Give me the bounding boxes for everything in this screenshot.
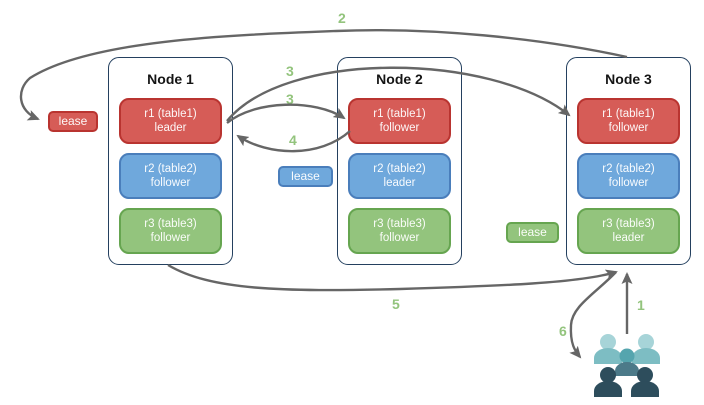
users-group-icon: [594, 334, 660, 397]
replica-role-label: leader: [383, 177, 416, 189]
arrow-step6: [569, 271, 617, 359]
node-3-title: Node 3: [605, 71, 652, 87]
node3-replica-r1: r1 (table1) follower: [577, 98, 680, 144]
replica-role-label: follower: [379, 232, 420, 244]
node1-replica-r1: r1 (table1) leader: [119, 98, 222, 144]
replica-range-label: r2 (table2): [144, 163, 197, 175]
replica-range-label: r2 (table2): [373, 163, 426, 175]
node2-replica-r3: r3 (table3) follower: [348, 208, 451, 254]
replica-range-label: r3 (table3): [373, 218, 426, 230]
node-3: Node 3 r1 (table1) follower r2 (table2) …: [566, 57, 691, 265]
arrow-step5: [167, 263, 618, 292]
replica-range-label: r3 (table3): [144, 218, 197, 230]
lease-badge-table2: lease: [278, 166, 333, 187]
step-label-3b: 3: [286, 91, 294, 107]
step-label-4: 4: [289, 132, 297, 148]
replica-range-label: r1 (table1): [373, 108, 426, 120]
step-label-5: 5: [392, 296, 400, 312]
node3-replica-r3: r3 (table3) leader: [577, 208, 680, 254]
lease-badge-table1: lease: [48, 111, 98, 132]
node-2: Node 2 r1 (table1) follower r2 (table2) …: [337, 57, 462, 265]
step-label-1: 1: [637, 297, 645, 313]
lease-badge-table3: lease: [506, 222, 559, 243]
replica-role-label: follower: [150, 232, 191, 244]
replica-role-label: follower: [608, 177, 649, 189]
step-label-6: 6: [559, 323, 567, 339]
replica-range-label: r2 (table2): [602, 163, 655, 175]
node2-replica-r1: r1 (table1) follower: [348, 98, 451, 144]
node-2-title: Node 2: [376, 71, 423, 87]
replica-role-label: follower: [608, 122, 649, 134]
node2-replica-r2: r2 (table2) leader: [348, 153, 451, 199]
replica-role-label: leader: [154, 122, 187, 134]
node-1: Node 1 r1 (table1) leader r2 (table2) fo…: [108, 57, 233, 265]
node1-replica-r3: r3 (table3) follower: [119, 208, 222, 254]
replica-role-label: follower: [379, 122, 420, 134]
node1-replica-r2: r2 (table2) follower: [119, 153, 222, 199]
node-1-title: Node 1: [147, 71, 194, 87]
replica-role-label: leader: [612, 232, 645, 244]
step-label-3a: 3: [286, 63, 294, 79]
replica-range-label: r1 (table1): [144, 108, 197, 120]
node3-replica-r2: r2 (table2) follower: [577, 153, 680, 199]
replica-role-label: follower: [150, 177, 191, 189]
step-label-2: 2: [338, 10, 346, 26]
arrow-step3-short: [226, 103, 346, 124]
replica-range-label: r1 (table1): [602, 108, 655, 120]
replica-range-label: r3 (table3): [602, 218, 655, 230]
